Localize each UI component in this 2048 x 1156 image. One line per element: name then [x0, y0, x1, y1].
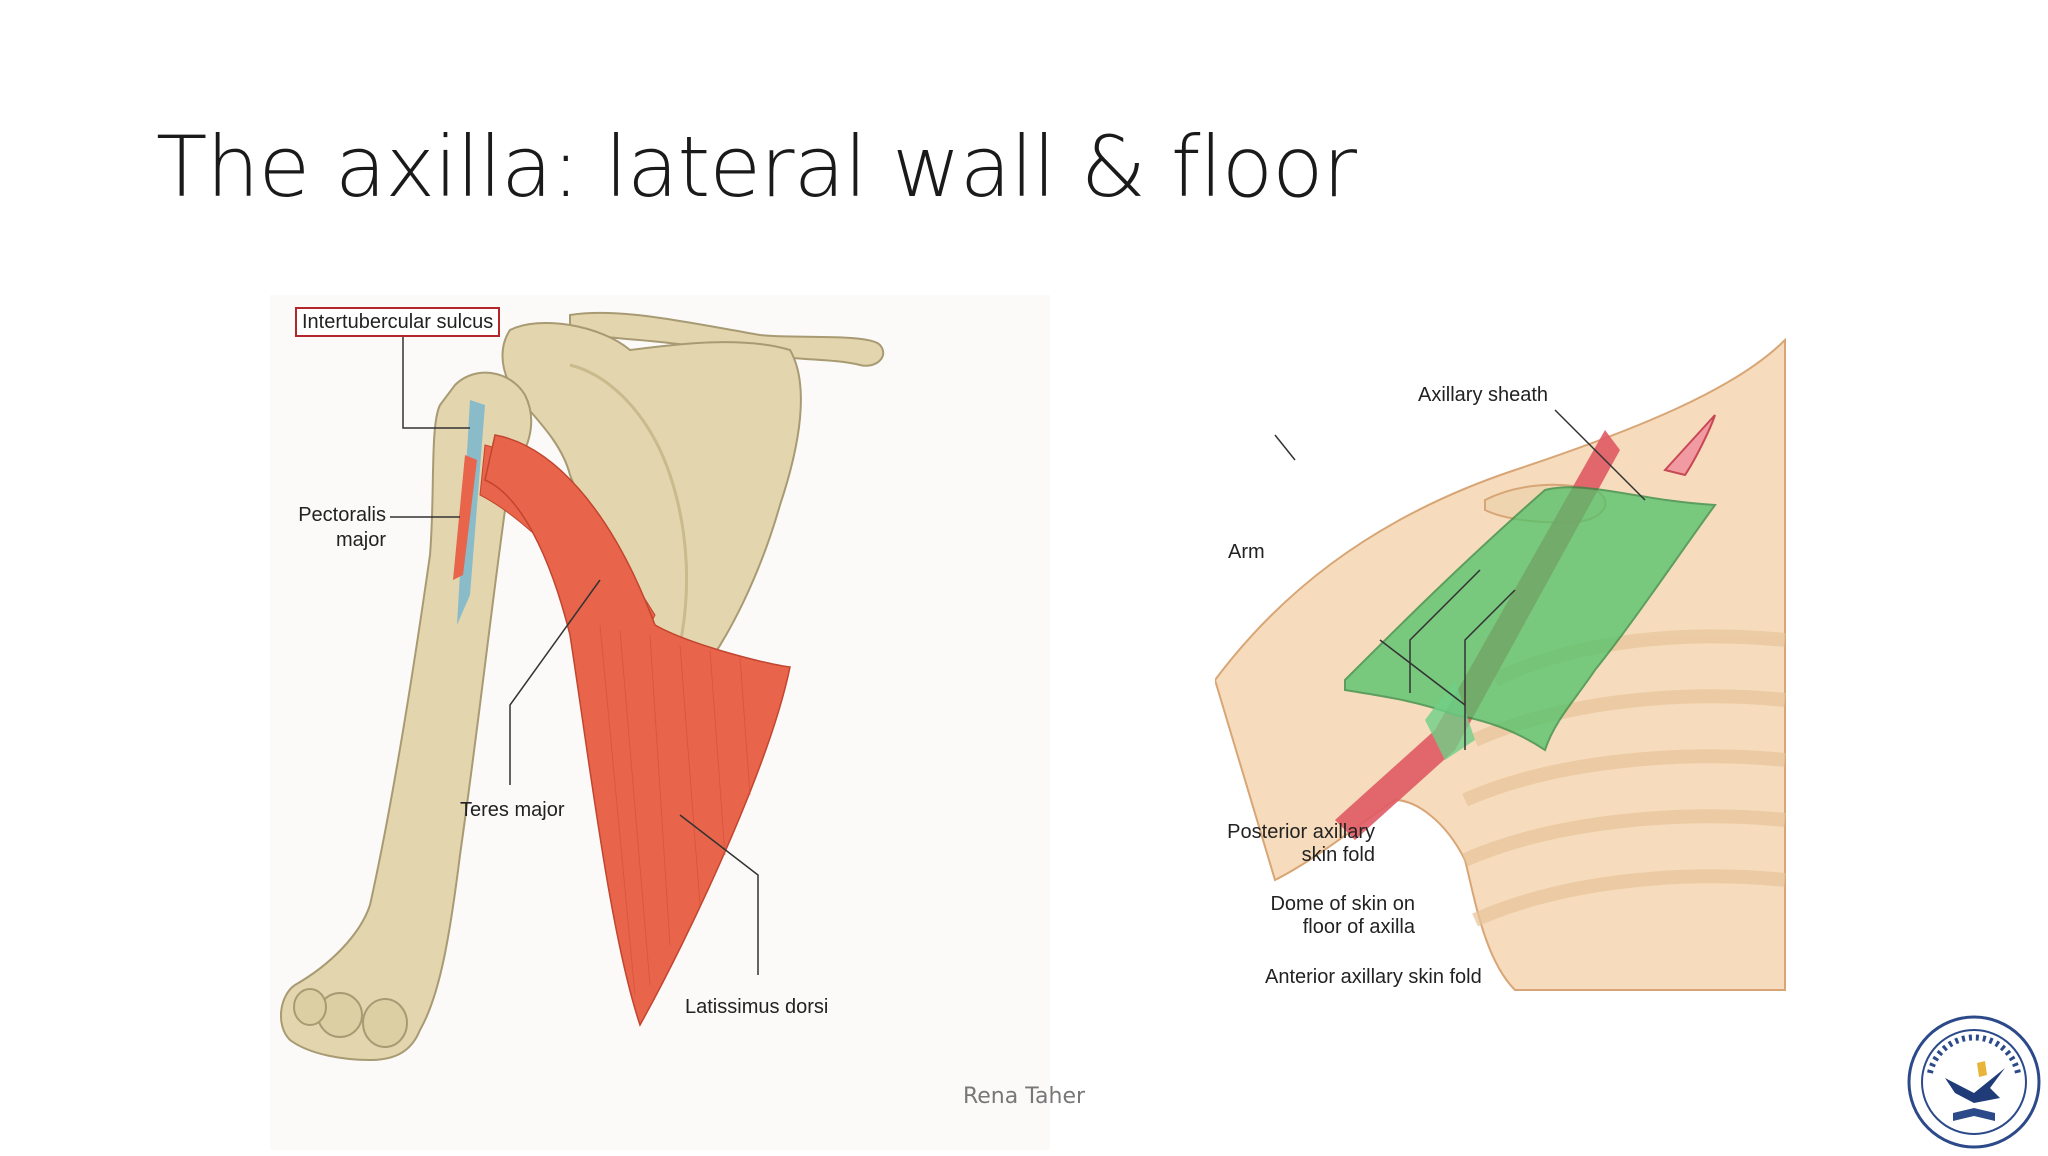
university-seal-icon — [1905, 1013, 2043, 1151]
pectoralis-major — [453, 455, 477, 580]
axilla-floor-figure: Axillary sheath Arm Posterior axillary s… — [1215, 300, 2048, 1060]
sulcus-leader — [402, 335, 470, 429]
anterior-fold-leader — [1464, 589, 1516, 750]
label-dome-line2: floor of axilla — [1302, 916, 1415, 938]
sheath-leader — [1554, 409, 1646, 501]
label-intertubercular-sulcus: Intertubercular sulcus — [295, 307, 501, 337]
label-latissimus-dorsi: Latissimus dorsi — [685, 996, 829, 1018]
biceps-tendon — [457, 400, 485, 625]
label-teres-major: Teres major — [460, 799, 565, 821]
label-arm: Arm — [1228, 541, 1265, 563]
dome-leader — [1409, 569, 1481, 693]
arm-leader — [1274, 434, 1296, 461]
label-anterior-fold: Anterior axillary skin fold — [1265, 966, 1482, 988]
lateral-wall-illustration — [270, 295, 1050, 1150]
label-posterior-fold-line2: skin fold — [1301, 844, 1375, 866]
axilla-floor-illustration — [1215, 337, 1786, 991]
latissimus-leader — [679, 814, 759, 975]
university-seal-graphic — [1907, 1015, 2041, 1149]
latissimus-dorsi — [484, 434, 791, 1027]
label-dome-line1: Dome of skin on — [1270, 893, 1415, 915]
label-axillary-sheath: Axillary sheath — [1418, 384, 1549, 406]
posterior-fold-leader — [1379, 639, 1466, 706]
slide-title: The axilla: lateral wall & floor — [156, 118, 1357, 216]
lateral-wall-figure: Intertubercular sulcus Pectoralis major … — [270, 295, 1050, 1150]
label-pectoralis-major-line2: major — [335, 529, 386, 551]
slide-footer-author: Rena Taher — [962, 1084, 1086, 1109]
label-posterior-fold-line1: Posterior axillary — [1227, 821, 1375, 843]
scapula — [501, 321, 802, 679]
clavicle — [569, 311, 885, 367]
label-pectoralis-major-line1: Pectoralis — [298, 504, 386, 526]
teres-leader — [509, 579, 601, 785]
